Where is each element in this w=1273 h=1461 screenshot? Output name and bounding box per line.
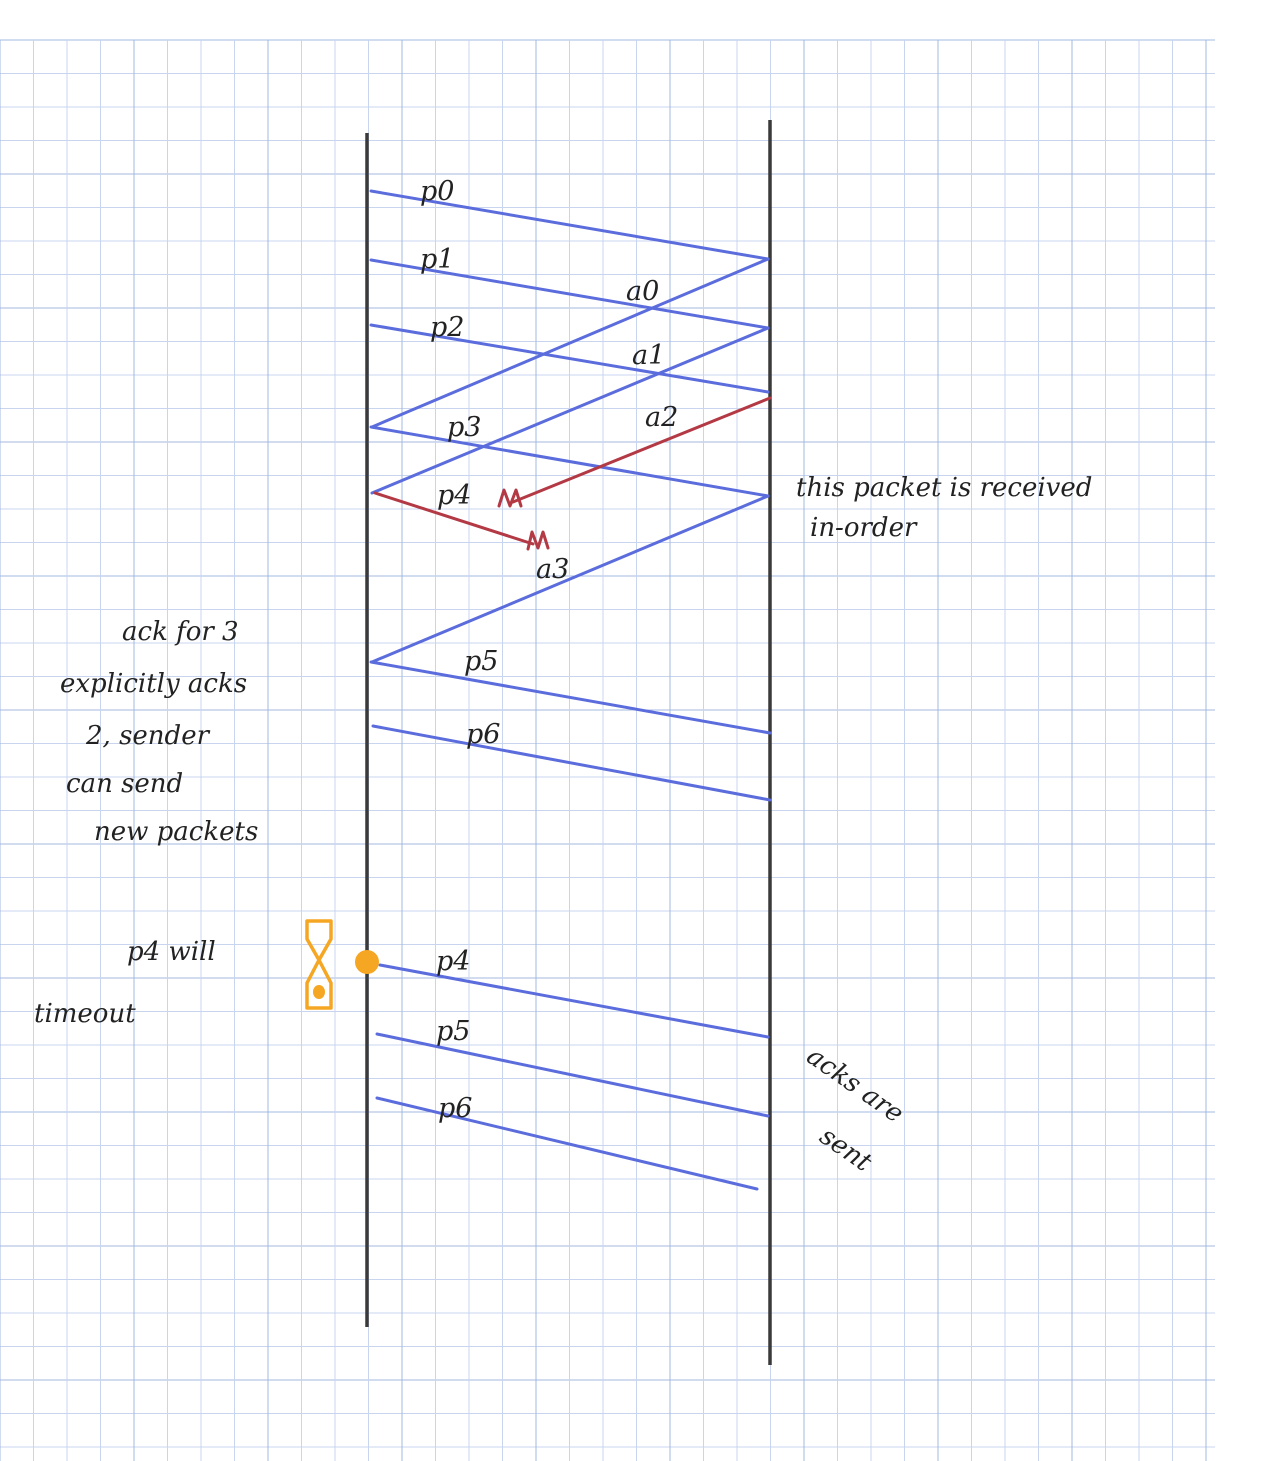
label-p6-retx: p6	[438, 1093, 472, 1124]
label-p5-retx: p5	[436, 1016, 470, 1047]
ack-a2-lost-line	[511, 396, 772, 504]
note-ack-line3: 2, sender	[85, 721, 211, 751]
note-acks-sent-line1: acks are	[801, 1041, 909, 1129]
label-p4: p4	[437, 480, 471, 511]
label-p2: p2	[430, 312, 464, 343]
note-timeout-line2: timeout	[34, 999, 136, 1029]
packet-p4-lost-line	[373, 491, 535, 546]
note-ack-line4: can send	[66, 769, 183, 799]
note-acks-sent-line2: sent	[814, 1121, 877, 1178]
hourglass-icon	[305, 919, 333, 1010]
note-ack-line5: new packets	[94, 817, 258, 847]
packet-p2-line	[369, 323, 770, 394]
label-p1: p1	[420, 244, 454, 275]
label-p6: p6	[466, 719, 500, 750]
label-a2: a2	[645, 402, 678, 433]
label-p4-retx: p4	[436, 946, 470, 977]
packet-p3-line	[369, 425, 770, 498]
packet-p4-retx-line	[378, 963, 770, 1039]
packet-p1-line	[369, 258, 770, 330]
packet-p5-retx-line	[375, 1032, 770, 1118]
grid-paper	[0, 39, 1215, 1461]
note-timeout-line1: p4 will	[127, 937, 216, 967]
label-a0: a0	[626, 276, 659, 307]
note-in-order-line2: in-order	[810, 513, 918, 543]
ack-a1-line	[370, 326, 770, 495]
loss-mark-icon	[497, 488, 523, 508]
packet-p6-line	[371, 724, 772, 802]
ack-lines	[370, 257, 770, 664]
lost-lines	[373, 396, 772, 551]
packet-p6-retx-line	[375, 1096, 759, 1191]
ack-a3-line	[370, 494, 770, 664]
label-p0: p0	[420, 176, 454, 207]
note-ack-line1: ack for 3	[122, 617, 239, 647]
packet-lines	[369, 189, 772, 1191]
label-p3: p3	[447, 412, 481, 443]
note-ack-line2: explicitly acks	[60, 669, 247, 699]
packet-p5-line	[369, 660, 772, 735]
label-a1: a1	[632, 340, 665, 371]
packet-p0-line	[369, 189, 770, 261]
timeout-dot-icon	[355, 950, 379, 974]
label-a3: a3	[536, 554, 569, 585]
loss-mark-icon	[526, 530, 550, 551]
note-in-order-line1: this packet is received	[796, 473, 1092, 503]
ack-a0-line	[370, 257, 770, 429]
label-p5: p5	[464, 646, 498, 677]
